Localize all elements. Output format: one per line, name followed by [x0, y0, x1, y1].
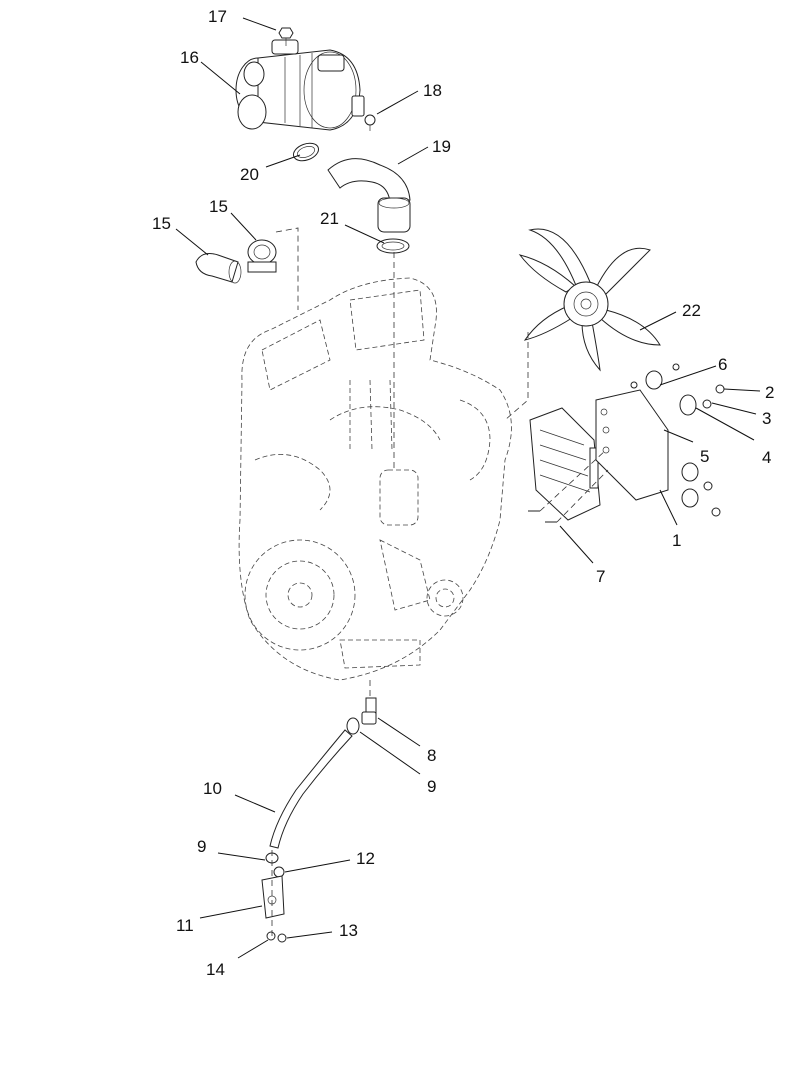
callout-17: 16: [180, 48, 199, 67]
callout-labels: 17 16 18 19 20 21 15 15 22 6 2 3 4 5 1 7…: [152, 7, 774, 979]
callout-20: 19: [432, 137, 451, 156]
nuts: [630, 363, 725, 517]
screws-7: [528, 510, 557, 523]
leader-lines: [175, 17, 761, 959]
clamp-21: [292, 142, 320, 162]
callout-6: 6: [718, 355, 727, 374]
fitting-8: [361, 697, 377, 725]
callout-3: 3: [762, 409, 771, 428]
callout-23: 22: [682, 301, 701, 320]
callout-7: 7: [596, 567, 605, 586]
isolator-6: [645, 370, 663, 390]
callout-9-upper: 9: [427, 777, 436, 796]
callout-16: 15: [209, 197, 228, 216]
engine-phantom-outline: [238, 277, 512, 681]
isolators-lower: [681, 462, 699, 508]
isolator-4-upper: [679, 394, 697, 416]
assembly-dash-lines: [271, 227, 529, 940]
bolt-13: [277, 933, 287, 943]
callout-11: 11: [176, 916, 194, 935]
intake-hose-20: [327, 158, 411, 233]
hose-15: [195, 253, 242, 284]
bolt-19: [364, 114, 376, 131]
bracket-11: [261, 875, 285, 919]
callout-10: 10: [203, 779, 222, 798]
callout-4: 4: [762, 448, 771, 467]
callout-9-lower: 9: [197, 837, 206, 856]
clamp-16: [247, 239, 277, 273]
callout-5: 5: [700, 447, 709, 466]
bolt-18: [278, 27, 294, 46]
clamp-9-upper: [346, 717, 360, 735]
callout-22: 21: [320, 209, 339, 228]
mounting-plate-1: [595, 389, 669, 501]
cooling-fan-23: [518, 228, 661, 372]
callout-18: 17: [208, 7, 227, 26]
valve-12: [273, 866, 285, 878]
callout-13: 13: [339, 921, 358, 940]
ecu-controller: [529, 407, 601, 521]
ecu-screw-dashes: [539, 449, 609, 523]
air-cleaner-assembly: [235, 39, 365, 131]
callout-15: 15: [152, 214, 171, 233]
hose-10: [269, 729, 353, 849]
callout-8: 8: [427, 746, 436, 765]
callout-19: 18: [423, 81, 442, 100]
callout-1: 1: [672, 531, 681, 550]
callout-12: 12: [356, 849, 375, 868]
nut-14: [266, 931, 276, 941]
callout-14: 14: [206, 960, 225, 979]
callout-2: 2: [765, 383, 774, 402]
callout-21: 20: [240, 165, 259, 184]
clamp-22: [376, 238, 410, 254]
